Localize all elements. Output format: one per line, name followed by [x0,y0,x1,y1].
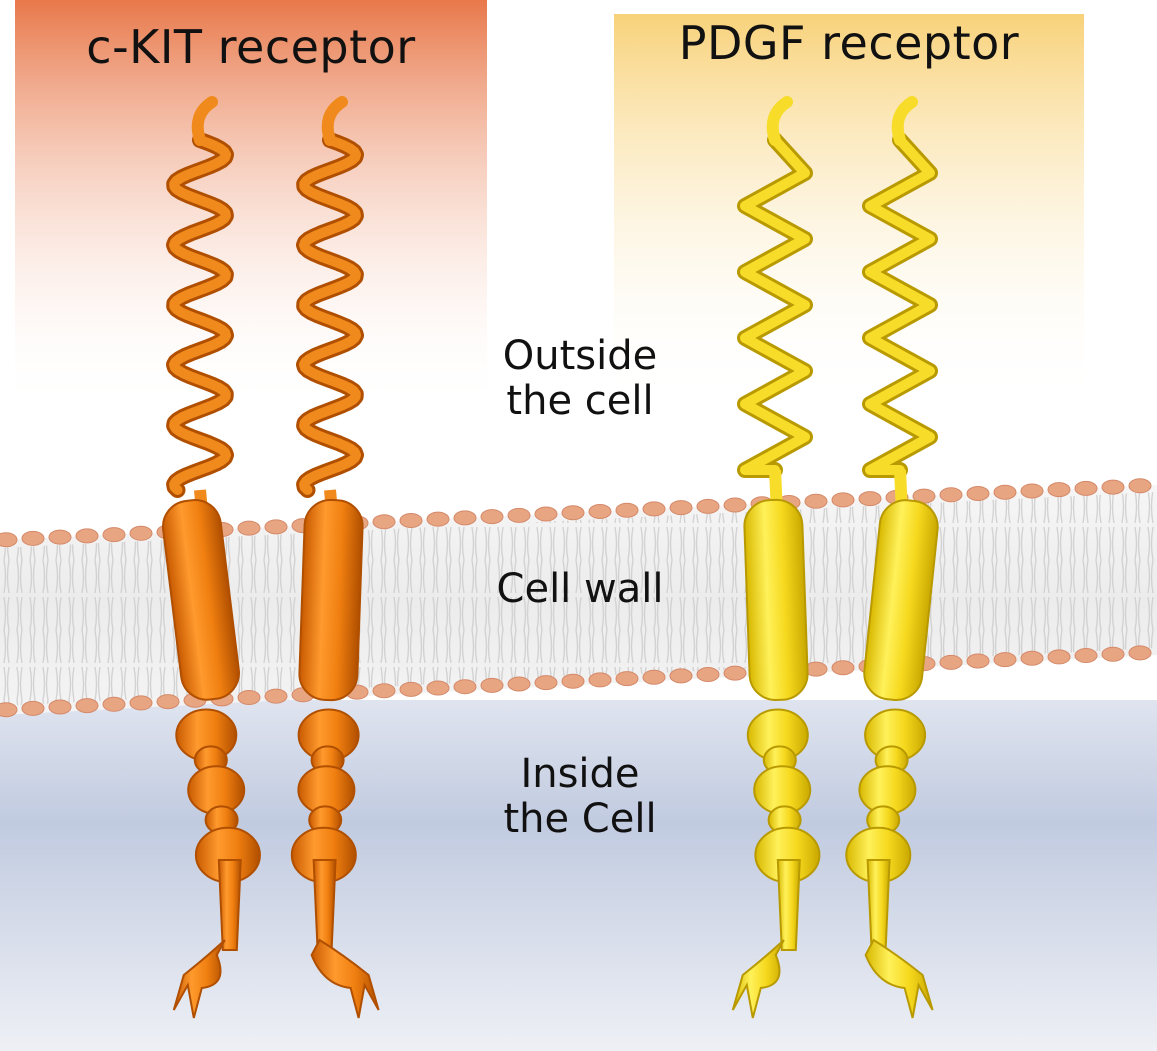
transmembrane-domain [161,499,240,701]
lipid-head [588,672,612,688]
lipid-head [399,681,423,697]
lipid-head [1128,645,1152,661]
c-kit-receptor [161,96,380,1019]
lipid-head [1074,480,1098,496]
lipid-head [1020,650,1044,666]
lipid-head [669,668,693,684]
cell-wall-label: Cell wall [496,566,664,612]
lipid-head [21,530,45,546]
lipid-head [480,677,504,693]
lipid-head [264,519,288,535]
lipid-head [129,525,153,541]
lipid-head [75,528,99,544]
lipid-head [426,511,450,527]
lipid-head [534,506,558,522]
lipid-head [399,512,423,528]
kinase-claw [864,938,934,1019]
lipid-head [102,527,126,543]
lipid-head [858,491,882,507]
lipid-head [264,688,288,704]
kinase-arm [866,859,891,951]
lipid-head [507,507,531,523]
lipid-head [507,676,531,692]
lipid-head [156,694,180,710]
lipid-head [1047,482,1071,498]
lipid-head [0,702,18,718]
lipid-head [1047,649,1071,665]
lipid-head [534,675,558,691]
lipid-head [642,669,666,685]
lipid-head [453,510,477,526]
lipid-head [372,514,396,530]
lipid-head [102,696,126,712]
lipid-head [831,660,855,676]
lipid-head [237,520,261,536]
lipid-head [723,665,747,681]
kinase-arm [312,859,337,951]
lipid-head [453,679,477,695]
lipid-head [831,492,855,508]
lipid-head [993,652,1017,668]
pdgf-panel [614,14,1084,404]
lipid-head [0,532,18,548]
inside-line-1: Inside [520,751,640,797]
lipid-head [75,698,99,714]
lipid-head [669,500,693,516]
inside-line-2: the Cell [503,795,657,842]
lipid-head [1101,646,1125,662]
outside-line-1: Outside [502,333,658,379]
lipid-head [939,487,963,503]
transmembrane-domain [298,498,364,702]
lipid-head [561,505,585,521]
lipid-head [588,503,612,519]
lipid-head [426,680,450,696]
kinase-claw [172,939,226,1019]
kinase-claw [310,938,380,1019]
lipid-head [966,653,990,669]
lipid-head [1074,648,1098,664]
lipid-head [615,671,639,687]
transmembrane-domain [743,498,809,702]
lipid-head [723,497,747,513]
lipid-head [48,529,72,545]
c-kit-title: c-KIT receptor [86,20,416,74]
lipid-head [48,699,72,715]
c-kit-panel [15,0,487,410]
lipid-head [642,501,666,517]
lipid-head [21,700,45,716]
kinase-arm [217,859,242,951]
lipid-head [939,654,963,670]
lipid-head [1101,479,1125,495]
lipid-head [1128,478,1152,494]
outside-line-2: the cell [506,377,654,424]
lipid-head [966,486,990,502]
lipid-head [372,683,396,699]
lipid-head [993,484,1017,500]
inside-cell-label: Inside the Cell [450,752,710,842]
lipid-head [804,493,828,509]
kinase-claw [731,939,785,1019]
lipid-head [129,695,153,711]
kinase-arm [776,859,801,951]
lipid-head [237,690,261,706]
pdgf-receptor [731,96,939,1019]
lipid-head [696,498,720,514]
outside-cell-label: Outside the cell [450,334,710,424]
lipid-head [1020,483,1044,499]
lipid-head [480,509,504,525]
lipid-head [615,502,639,518]
pdgf-title: PDGF receptor [678,16,1020,70]
transmembrane-domain [863,499,939,702]
lipid-head [696,667,720,683]
lipid-head [561,673,585,689]
